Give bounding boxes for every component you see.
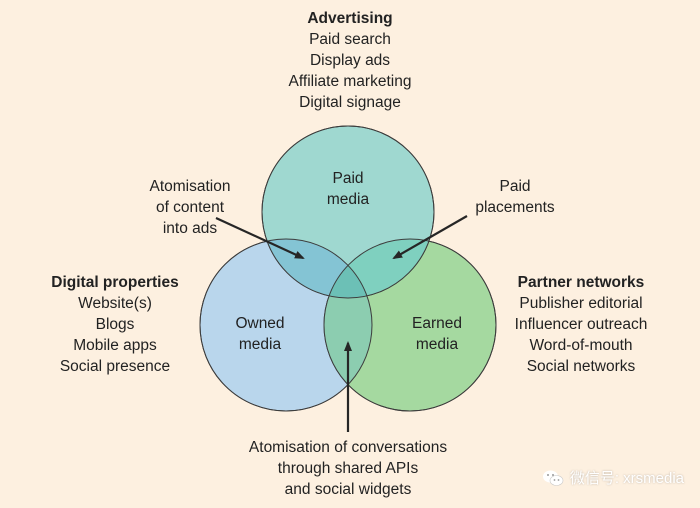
digital-properties-item: Blogs	[95, 316, 135, 333]
partner-networks-title: Partner networks	[517, 274, 645, 291]
paid-placements-line: Paid	[499, 178, 531, 195]
partner-networks-item: Publisher editorial	[519, 295, 643, 312]
digital-properties-item: Mobile apps	[73, 337, 157, 354]
paid-placements-line: placements	[475, 199, 555, 216]
arrow-atomisation-content	[215, 217, 305, 259]
partner-networks-block: Partner networks Publisher editorial Inf…	[496, 272, 666, 377]
advertising-title: Advertising	[307, 10, 393, 27]
digital-properties-item: Social presence	[59, 358, 171, 375]
paid-media-label-line: Paid	[332, 170, 364, 187]
owned-media-label-line: media	[238, 336, 282, 353]
earned-media-outline	[323, 238, 497, 412]
advertising-item: Paid search	[309, 31, 391, 48]
atomisation-content-line: of content	[155, 199, 225, 216]
paid-media-label-line: media	[326, 191, 370, 208]
paid-placements-note: Paid placements	[440, 176, 590, 218]
atomisation-content-line: into ads	[162, 220, 218, 237]
advertising-item: Display ads	[309, 52, 391, 69]
partner-networks-item: Word-of-mouth	[529, 337, 633, 354]
wechat-icon	[542, 470, 564, 486]
paid-owned-overlap	[262, 239, 372, 298]
digital-properties-item: Website(s)	[78, 295, 152, 312]
paid-media-outline	[261, 125, 435, 299]
conversations-line: and social widgets	[284, 481, 412, 498]
watermark-text: 微信号: xrsmedia	[569, 470, 684, 487]
earned-media-label-line: media	[415, 336, 459, 353]
conversations-note: Atomisation of conversations through sha…	[200, 437, 496, 500]
digital-properties-title: Digital properties	[51, 274, 179, 291]
advertising-block: Advertising Paid search Display ads Affi…	[230, 8, 470, 113]
owned-media-label-line: Owned	[235, 315, 285, 332]
atomisation-content-line: Atomisation	[149, 178, 231, 195]
advertising-item: Affiliate marketing	[288, 73, 412, 90]
watermark: 微信号: xrsmedia	[542, 467, 684, 488]
digital-properties-block: Digital properties Website(s) Blogs Mobi…	[30, 272, 200, 377]
paid-media-label: Paid media	[300, 168, 396, 210]
arrow-paid-placements	[392, 215, 468, 259]
advertising-item: Digital signage	[299, 94, 401, 111]
atomisation-content-note: Atomisation of content into ads	[120, 176, 260, 239]
partner-networks-item: Influencer outreach	[514, 316, 648, 333]
earned-media-label: Earned media	[389, 313, 485, 355]
conversations-line: Atomisation of conversations	[248, 439, 448, 456]
owned-media-label: Owned media	[212, 313, 308, 355]
owned-media-outline	[199, 238, 373, 412]
earned-media-label-line: Earned	[412, 315, 462, 332]
partner-networks-item: Social networks	[526, 358, 636, 375]
paid-earned-overlap	[324, 239, 434, 298]
conversations-line: through shared APIs	[277, 460, 419, 477]
